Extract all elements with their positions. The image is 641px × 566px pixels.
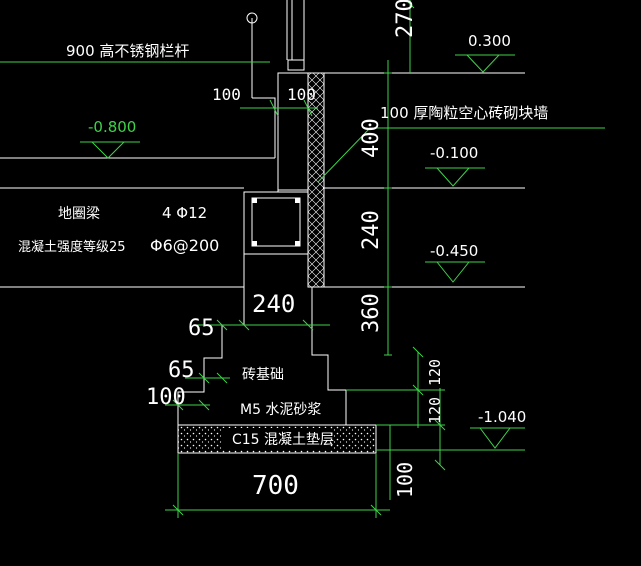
rebar-main-label: 4 Φ12 — [162, 204, 207, 222]
dim-100-left: 100 — [212, 85, 241, 104]
ground-beam-label: 地圈梁 — [58, 206, 100, 222]
dim-65-top: 65 — [188, 316, 215, 341]
dim-120-a: 120 — [426, 359, 444, 386]
elevation-0300: 0.300 — [468, 32, 511, 50]
dim-700: 700 — [252, 471, 299, 501]
elevation-m0100: -0.100 — [430, 144, 478, 162]
dim-360: 360 — [359, 293, 384, 333]
elevation-m0450: -0.450 — [430, 242, 478, 260]
dim-240-mid: 240 — [359, 210, 384, 250]
dim-100-wall: 100 — [287, 85, 316, 104]
dimension-lines — [0, 0, 605, 518]
concrete-grade-label: 混凝土强度等级25 — [18, 239, 126, 255]
elevation-m1040: -1.040 — [478, 408, 526, 426]
elevation-m0800: -0.800 — [88, 118, 136, 136]
dim-400: 400 — [359, 118, 384, 158]
dim-100-bottom: 100 — [393, 462, 417, 498]
dim-270: 270 — [393, 0, 418, 38]
dim-65-low: 65 — [168, 358, 195, 383]
mortar-label: M5 水泥砂浆 — [240, 402, 321, 418]
dim-240-base: 240 — [252, 290, 295, 318]
dim-120-b: 120 — [426, 397, 444, 424]
brick-base-label: 砖基础 — [242, 366, 284, 383]
stirrup-label: Φ6@200 — [150, 236, 219, 255]
dim-100-step: 100 — [146, 385, 186, 410]
text-labels: 900 高不锈钢栏杆 100 100 100 厚陶粒空心砖砌块墙 400 270… — [18, 0, 548, 501]
railing-label: 900 高不锈钢栏杆 — [66, 42, 189, 60]
cushion-label: C15 混凝土垫层 — [232, 432, 334, 448]
wall-description: 100 厚陶粒空心砖砌块墙 — [380, 104, 548, 122]
structure-lines — [0, 0, 605, 454]
